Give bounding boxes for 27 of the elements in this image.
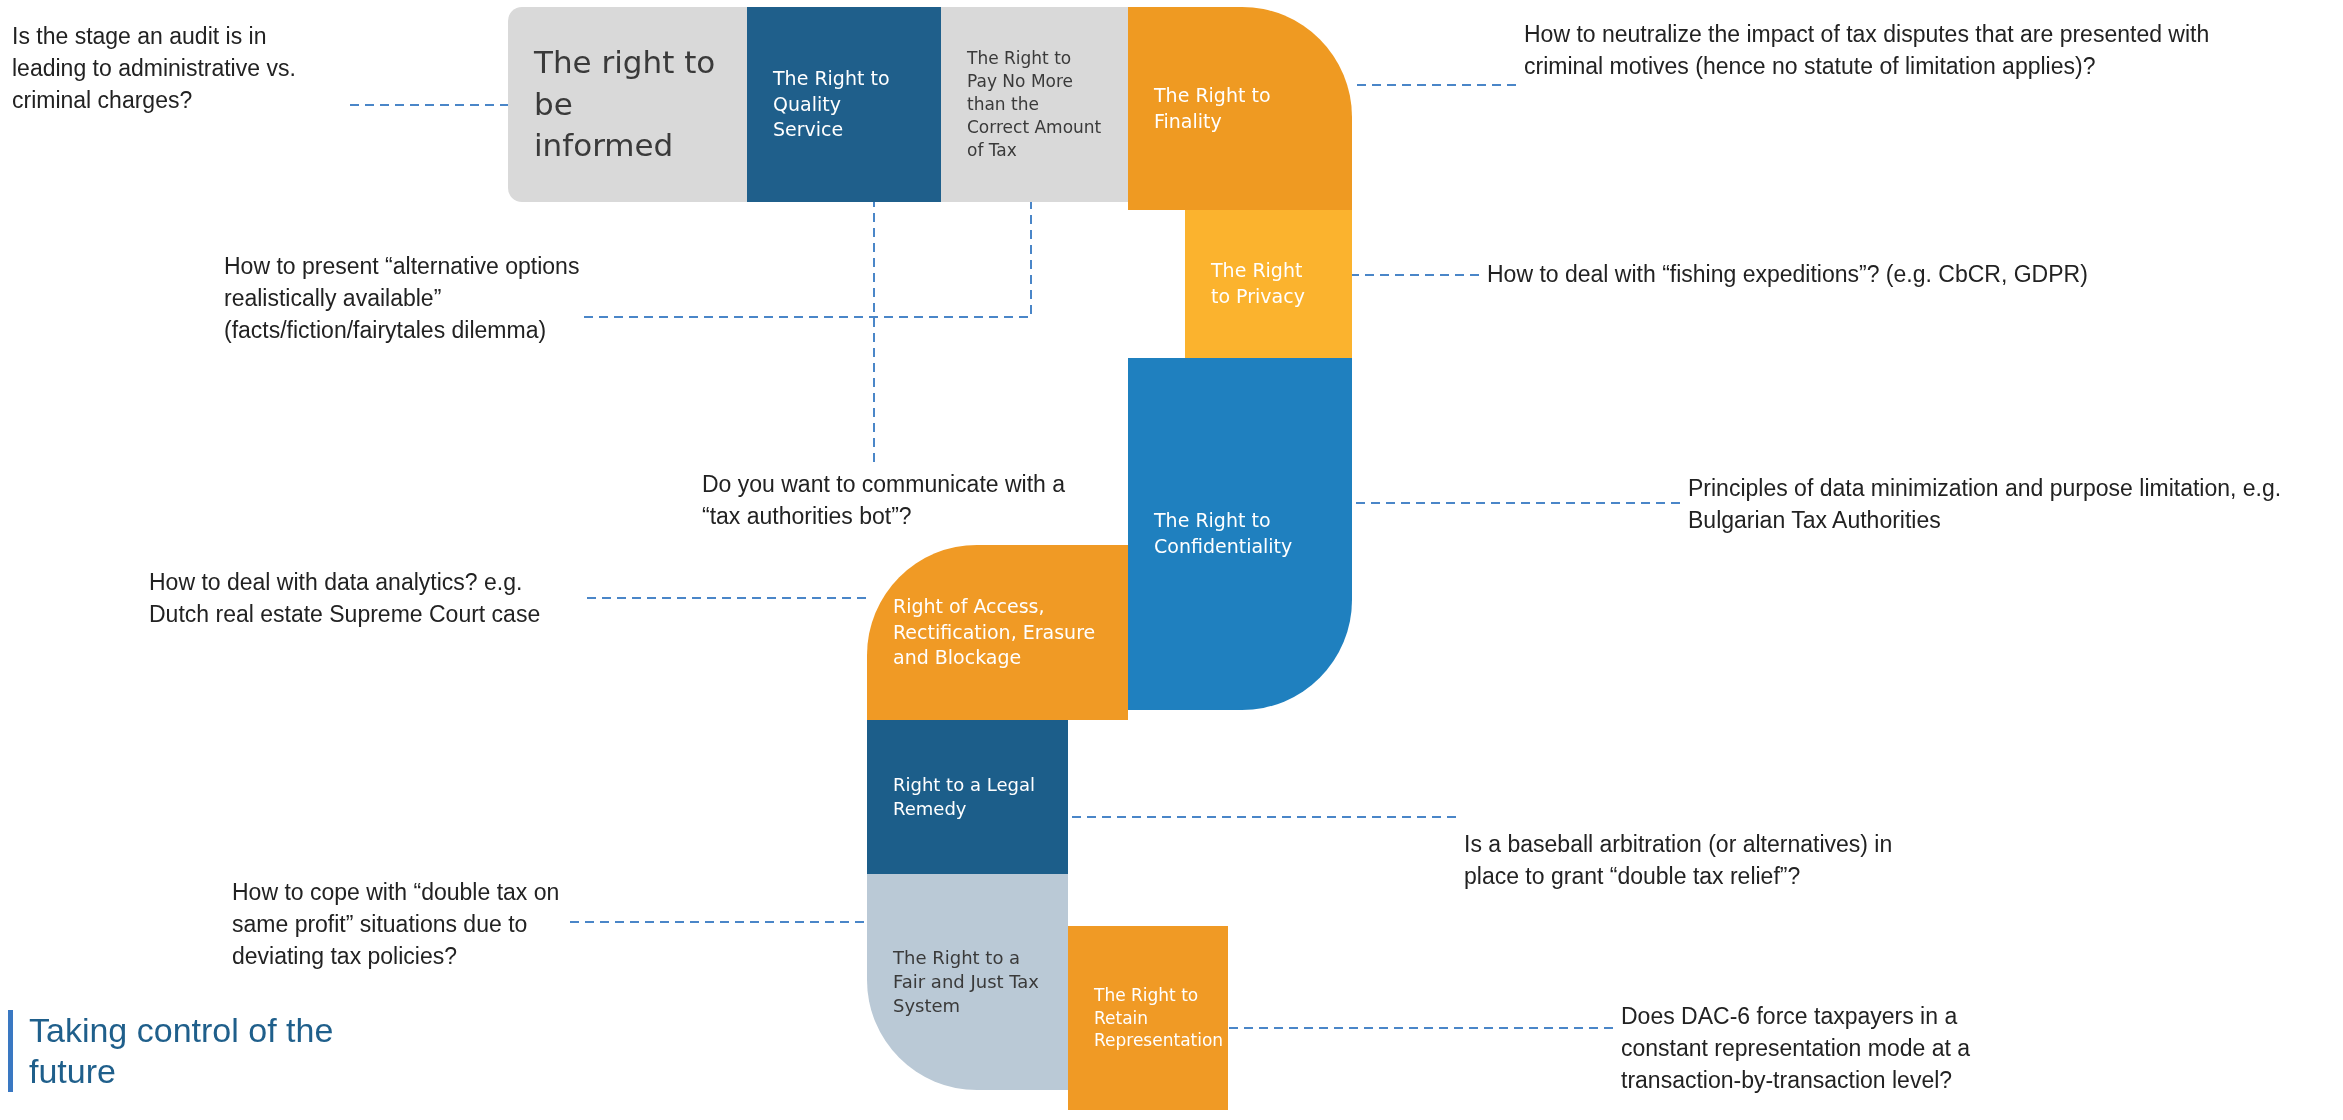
band-segment: Right of Access, Rectification, Erasure and Blockage xyxy=(867,545,1128,720)
question-text: Is the stage an audit is in leading to administrative vs. criminal charges? xyxy=(12,20,342,117)
band-segment: The Right to Quality Service xyxy=(747,7,941,202)
leader-line xyxy=(349,104,509,106)
band-segment: The right to be informed xyxy=(508,7,747,202)
band-segment: The Right to a Fair and Just Tax System xyxy=(867,874,1068,1090)
question-text: Does DAC-6 force taxpayers in a constant representation mode at a transaction-by-transaction level? xyxy=(1621,1000,1971,1097)
question-text: Do you want to communicate with a “tax authorities bot”? xyxy=(702,468,1072,533)
band-segment: The Right to Confidentiality xyxy=(1128,358,1352,710)
leader-line xyxy=(1227,1027,1614,1029)
leader-line xyxy=(1351,274,1480,276)
band-segment: The Right to Finality xyxy=(1128,7,1352,210)
band-segment: The Right to Pay No More than the Correct Amount of Tax xyxy=(941,7,1128,202)
question-text: How to deal with data analytics? e.g. Dutch real estate Supreme Court case xyxy=(149,566,579,631)
leader-line xyxy=(586,597,868,599)
leader-line xyxy=(583,201,1032,318)
question-text: How to present “alternative options realistically available” (facts/fiction/fairytales dilemma) xyxy=(224,250,580,347)
question-text: Is a baseball arbitration (or alternatives) in place to grant “double tax relief”? xyxy=(1464,828,1924,893)
band-segment: The Right to Retain Representation xyxy=(1068,926,1228,1110)
question-text: How to cope with “double tax on same profit” situations due to deviating tax policies? xyxy=(232,876,562,973)
question-text: How to deal with “fishing expeditions”? (e.g. CbCR, GDPR) xyxy=(1487,258,2207,291)
question-text: Principles of data minimization and purpose limitation, e.g. Bulgarian Tax Authorities xyxy=(1688,472,2328,537)
band-segment: Right to a Legal Remedy xyxy=(867,720,1068,874)
title-text: Taking control of the future xyxy=(8,1010,409,1092)
band-segment: The Right to Privacy xyxy=(1185,210,1352,358)
leader-line xyxy=(873,201,875,463)
question-text: How to neutralize the impact of tax disputes that are presented with criminal motives (hence no statute of limitation applies)? xyxy=(1524,18,2244,83)
